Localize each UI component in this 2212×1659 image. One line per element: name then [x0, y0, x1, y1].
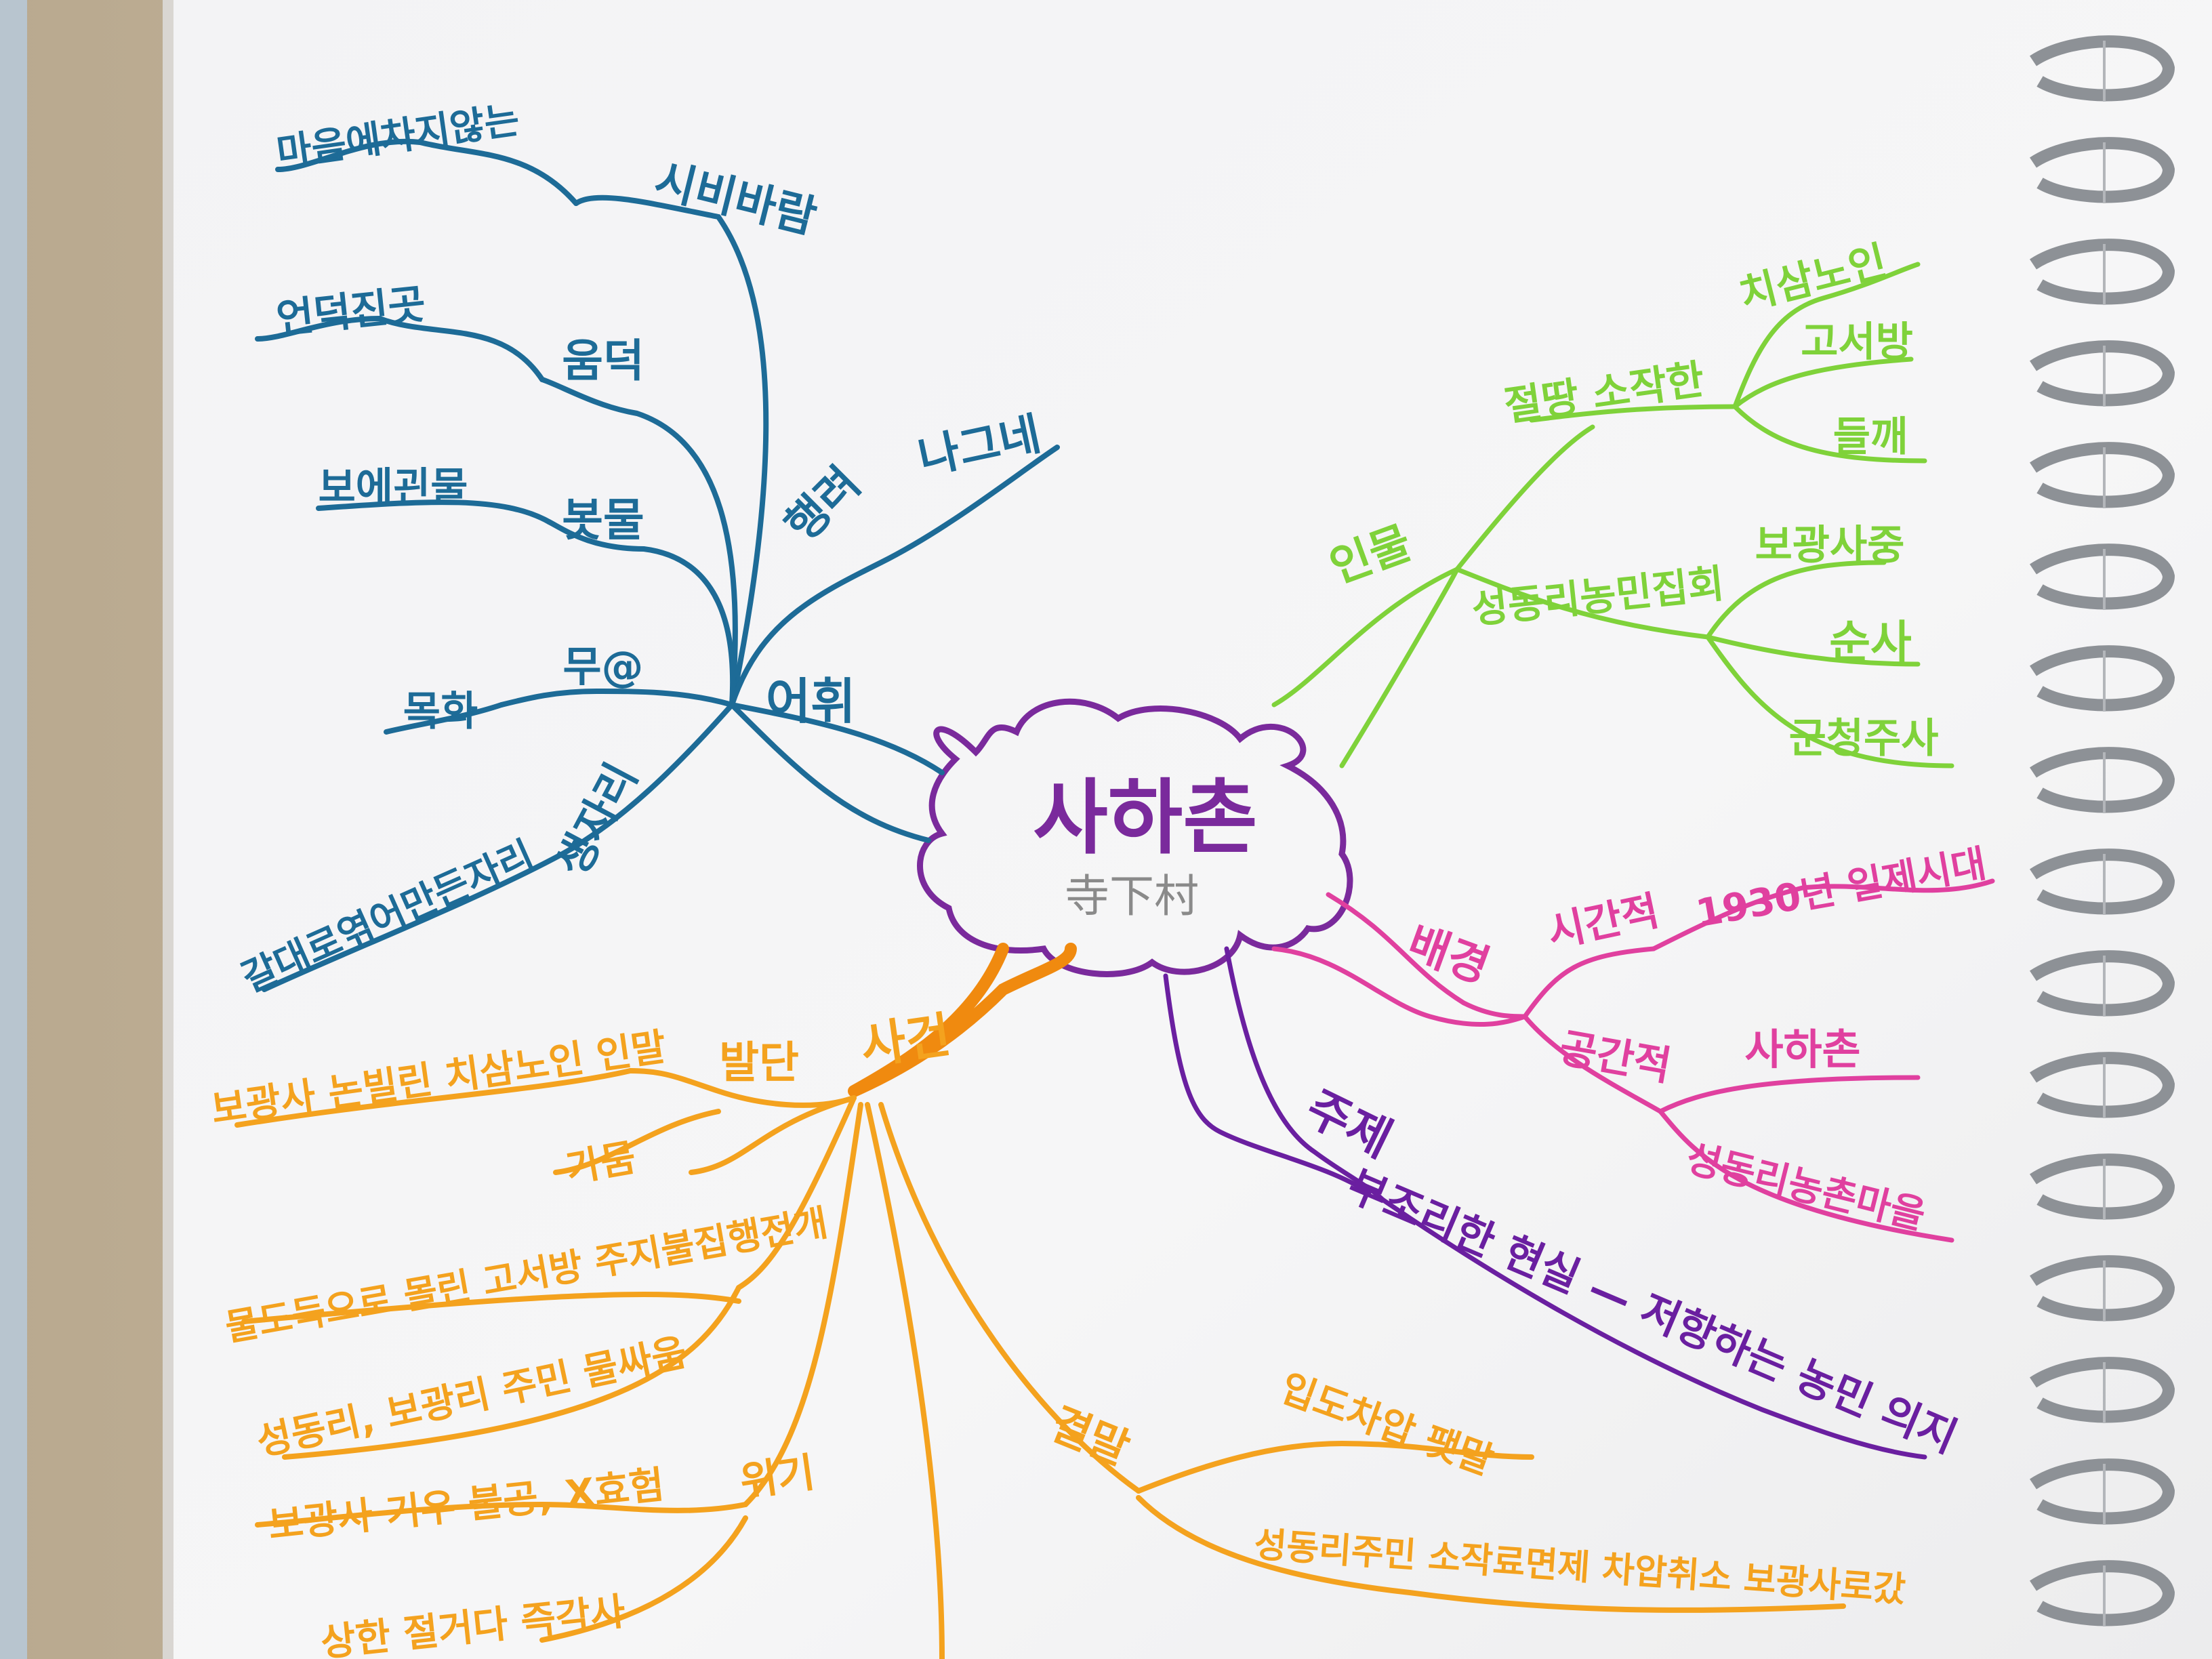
- events-link-down: [865, 1102, 945, 1659]
- char-link-g1c: [1732, 262, 1921, 409]
- events-link-end1: [1136, 1440, 1534, 1494]
- char-link-g1e: [1732, 404, 1927, 464]
- events-link-dev3: [282, 1285, 741, 1460]
- vocab-word-2: 움덕: [562, 335, 644, 387]
- spiral-ring: [2030, 1153, 2175, 1220]
- events-stage-1: 발단: [719, 1038, 799, 1088]
- events-link-dev: [689, 1095, 857, 1175]
- vocab-link-4: [499, 688, 735, 708]
- spiral-binding-icon: [2030, 35, 2175, 1626]
- setting-link-spacec: [1658, 1109, 1954, 1243]
- spiral-ring: [2030, 747, 2175, 813]
- char-member-5: 순사: [1829, 616, 1911, 668]
- vocab-link-1: [573, 194, 769, 708]
- spiral-ring: [2030, 1255, 2175, 1322]
- spiral-ring: [2030, 1560, 2175, 1626]
- vocab-link-1b: [275, 138, 579, 206]
- spiral-ring: [2030, 442, 2175, 508]
- paper-sheet: [163, 0, 2212, 1659]
- vocab-link-3: [546, 519, 736, 708]
- setting-trunk-2: [1271, 946, 1528, 1027]
- char-link-g1: [1454, 424, 1595, 572]
- events-link-crisis2: [539, 1515, 748, 1643]
- char-member-2: 고서방: [1801, 319, 1913, 366]
- events-stage-3: 위기: [737, 1449, 818, 1507]
- events-link-startb: [234, 1068, 633, 1128]
- vocab-word-3: 봇물: [562, 494, 644, 546]
- vocab-meaning-3: 보에괸물: [319, 464, 468, 512]
- char-member-3: 들깨: [1833, 413, 1908, 461]
- char-link-g1b: [1529, 404, 1738, 423]
- theme-link: [1380, 1197, 1927, 1460]
- events-trunk-fill: [848, 943, 1077, 1097]
- center-subtitle: 寺下村: [1065, 870, 1199, 922]
- char-link-g2b: [1705, 560, 1887, 640]
- spiral-ring: [2030, 1052, 2175, 1118]
- center-node: 사하촌 寺下村: [917, 698, 1353, 977]
- spiral-ring: [2030, 848, 2175, 915]
- events-link-crisis: [743, 1102, 863, 1507]
- spiral-ring: [2030, 645, 2175, 712]
- vocab-link-2b: [255, 315, 545, 382]
- setting-trunk: [1326, 892, 1528, 1019]
- characters-branch: [1271, 262, 1954, 769]
- spiral-ring: [2030, 239, 2175, 305]
- char-member-6: 군청주사: [1789, 715, 1939, 762]
- char-link-g2c: [1705, 634, 1921, 667]
- theme-trunk-2: [1224, 946, 1385, 1202]
- theme-branch: [1163, 946, 1927, 1460]
- events-label: 사건: [857, 1006, 954, 1075]
- events-link-end: [878, 1102, 1141, 1494]
- spiral-ring: [2030, 35, 2175, 102]
- char-link-g2d: [1705, 634, 1954, 769]
- setting-link-spaceb: [1658, 1075, 1921, 1114]
- vocab-link-4b: [384, 702, 504, 735]
- events-link-crisis1: [255, 1501, 748, 1528]
- events-link-dev2b: [736, 1095, 857, 1290]
- vocab-trunk: [729, 702, 945, 775]
- vocab-meaning-4: 목화: [403, 688, 478, 735]
- events-link-dev2: [241, 1292, 741, 1324]
- setting-space-value-1: 사하촌: [1744, 1025, 1860, 1074]
- setting-link-time: [1522, 946, 1656, 1019]
- events-link-dev1: [553, 1109, 721, 1175]
- spiral-ring: [2030, 137, 2175, 203]
- setting-link-space: [1522, 1014, 1663, 1114]
- spiral-ring: [2030, 1357, 2175, 1423]
- spiral-ring: [2030, 340, 2175, 407]
- vocab-branch: [255, 138, 1060, 992]
- vocab-link-2: [539, 377, 738, 708]
- events-link-end2: [1136, 1495, 1846, 1613]
- vocab-link-6: [729, 445, 1060, 708]
- events-link-start: [628, 1068, 857, 1108]
- events-branch: [234, 943, 1846, 1659]
- vocab-link-3b: [316, 499, 552, 525]
- vocab-link-5: [262, 702, 735, 992]
- vocab-trunk-2: [729, 702, 931, 843]
- spiral-ring: [2030, 544, 2175, 610]
- char-link-g2: [1454, 567, 1711, 640]
- char-link-g1d: [1732, 356, 1914, 409]
- setting-link-timeb: [1651, 878, 1995, 951]
- paper-shadow: [163, 0, 173, 1659]
- char-member-4: 보광사중: [1755, 522, 1905, 569]
- center-cloud-outline: [917, 698, 1353, 977]
- vocab-label: 어휘: [766, 673, 855, 730]
- spiral-ring: [2030, 1458, 2175, 1525]
- cover-strip: [0, 0, 27, 1659]
- vocab-word-4: 무@: [562, 642, 643, 691]
- char-trunk-2: [1339, 567, 1460, 769]
- center-title: 사하촌: [1033, 771, 1257, 865]
- char-trunk: [1271, 567, 1460, 708]
- setting-branch: [1271, 878, 1995, 1243]
- spiral-ring: [2030, 950, 2175, 1017]
- theme-trunk: [1163, 973, 1372, 1195]
